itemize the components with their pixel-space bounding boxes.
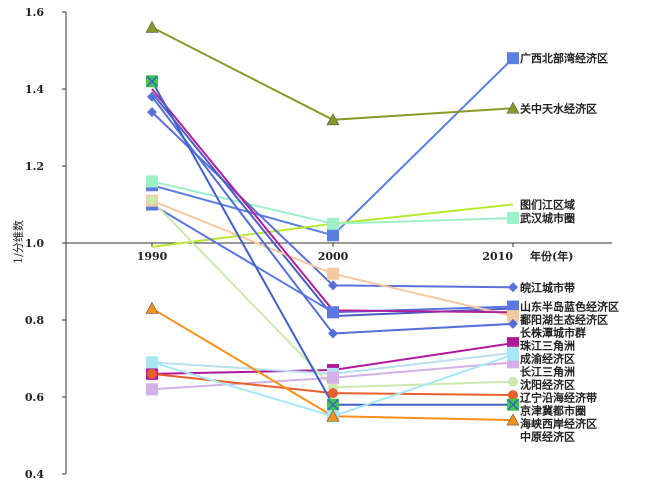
data-point — [507, 52, 519, 65]
data-point — [146, 175, 158, 188]
series-label: 皖江城市带 — [520, 280, 575, 294]
data-point — [507, 211, 519, 224]
data-point — [146, 383, 158, 396]
series-label: 武汉城市圈 — [520, 211, 575, 225]
data-point — [328, 328, 338, 339]
series-label: 中原经济区 — [520, 430, 575, 444]
data-point — [508, 282, 518, 293]
series-label: 珠江三角洲 — [520, 339, 575, 353]
data-point-cross — [327, 399, 339, 411]
series-label: 沈阳经济区 — [520, 378, 575, 392]
y-axis-title: 1/分维数 — [12, 220, 25, 264]
series-label: 长株潭城市群 — [520, 326, 586, 340]
y-tick-label: 0.6 — [25, 391, 44, 404]
data-point-cross — [146, 75, 158, 87]
data-point — [147, 195, 157, 206]
series-label: 海峡西岸经济区 — [520, 417, 597, 431]
data-point-cross — [507, 399, 519, 411]
data-point — [327, 306, 339, 319]
data-point — [147, 91, 157, 102]
axes: 0.4 0.6 0.8 1.0 1.2 1.4 1.6 1990 2000 2010 年份(年) 1/… — [12, 6, 612, 481]
y-tick-label: 1.0 — [25, 237, 44, 250]
x-tick-label: 1990 — [137, 250, 168, 263]
series-label: 长江三角洲 — [520, 365, 575, 379]
x-tick-label: 2000 — [318, 250, 349, 263]
series-label: 成渝经济区 — [520, 352, 575, 366]
series-label: 山东半岛蓝色经济区 — [520, 300, 619, 314]
series-label: 图们江区域 — [520, 198, 575, 212]
x-tick-label: 2010 — [482, 250, 513, 263]
data-point — [326, 113, 340, 126]
series-label: 京津冀都市圈 — [520, 404, 586, 418]
data-point — [508, 376, 518, 387]
y-tick-label: 1.6 — [25, 6, 44, 19]
data-point — [327, 371, 339, 384]
data-point — [508, 390, 518, 401]
data-point — [508, 318, 518, 329]
series-markers — [145, 20, 520, 426]
data-point — [326, 409, 340, 422]
data-point — [506, 413, 520, 426]
series-line — [151, 96, 514, 335]
data-point — [328, 280, 338, 291]
y-tick-label: 0.8 — [25, 314, 44, 327]
y-tick-label: 1.2 — [25, 160, 44, 173]
series-label: 鄱阳湖生态经济区 — [519, 313, 608, 327]
series-labels: 广西北部湾经济区关中天水经济区图们江区域武汉城市圈皖江城市带山东半岛蓝色经济区鄱… — [519, 51, 619, 443]
data-point — [327, 229, 339, 242]
data-point — [146, 356, 158, 369]
series-line — [151, 57, 514, 237]
data-point — [145, 20, 159, 33]
data-point — [147, 107, 157, 118]
data-point — [507, 300, 519, 313]
series-label: 关中天水经济区 — [520, 101, 597, 115]
data-point — [507, 310, 519, 323]
x-axis-title: 年份(年) — [530, 249, 573, 263]
data-point — [507, 348, 519, 361]
y-tick-label: 1.4 — [25, 83, 44, 96]
data-point — [145, 301, 159, 314]
data-point — [506, 101, 520, 114]
data-point — [147, 368, 157, 379]
data-point — [327, 217, 339, 230]
series-label: 辽宁沿海经济带 — [520, 391, 597, 405]
series-label: 广西北部湾经济区 — [520, 51, 608, 65]
data-point — [328, 388, 338, 399]
y-tick-label: 0.4 — [25, 468, 44, 481]
data-point — [507, 337, 519, 350]
data-point — [327, 267, 339, 280]
series-line — [151, 180, 514, 225]
series-line — [151, 26, 514, 121]
